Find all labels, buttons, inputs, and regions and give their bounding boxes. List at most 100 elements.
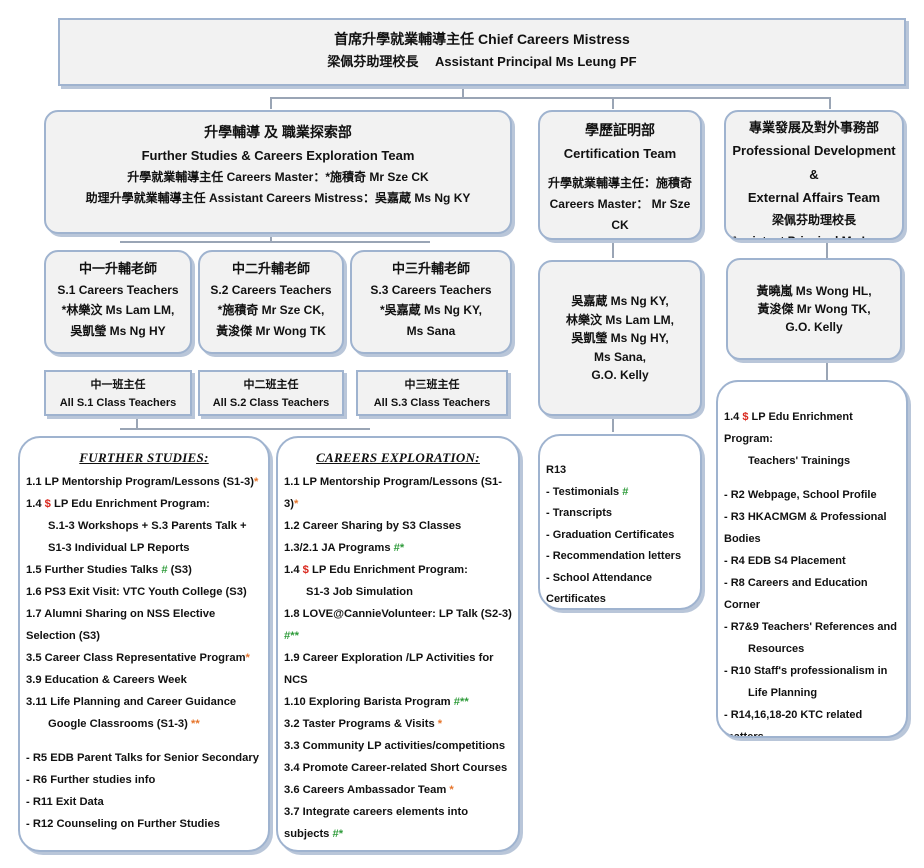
list-item-mark: $ <box>302 563 309 576</box>
list-item: S1-3 Individual LP Reports <box>26 537 262 559</box>
s3-en: S.3 Careers Teachers <box>370 283 492 298</box>
list-item: 1.1 LP Mentorship Program/Lessons (S1-3)… <box>26 471 262 493</box>
chief-careers-mistress-box: 首席升學就業輔導主任 Chief Careers Mistress 梁佩芬助理校… <box>58 18 906 86</box>
pd-team-zh: 專業發展及對外事務部 <box>748 120 879 135</box>
list-item: - R4 EDB S4 Placement <box>724 550 900 572</box>
list-item-text: LP Edu Enrichment Program: <box>308 563 468 576</box>
list-item-mark: * <box>293 497 299 510</box>
certification-team-box: 學歷証明部 Certification Team 升學就業輔導主任：施積奇 Ca… <box>538 110 702 240</box>
list-item: 1.9 Career Exploration /LP Activities fo… <box>284 647 512 691</box>
s1-class-teachers-box: 中一班主任 All S.1 Class Teachers <box>44 370 192 416</box>
list-item-text: LP Edu Enrichment Program: <box>724 411 853 445</box>
connector-lists-down <box>136 418 138 428</box>
list-item: Google Classrooms (S1-3) ** <box>26 713 262 735</box>
list-item-mark: * <box>437 717 443 730</box>
s2-member-1: *施積奇 Mr Sze CK, <box>217 303 325 318</box>
list-item-text: 3.6 Careers Ambassador Team <box>284 783 450 796</box>
s2-class-teachers-box: 中二班主任 All S.2 Class Teachers <box>198 370 344 416</box>
list-item-text: 1.4 <box>26 497 45 510</box>
connector-forms-bar <box>120 241 430 243</box>
list-item-text: S1-3 Job Simulation <box>306 585 413 598</box>
list-item-mark: #** <box>453 695 469 708</box>
list-item: - R3 HKACMGM & Professional Bodies <box>724 506 900 550</box>
s2-ct-zh: 中二班主任 <box>243 379 299 391</box>
list-item-mark: $ <box>44 497 51 510</box>
list-item-text: - School Attendance Certificates <box>546 571 652 606</box>
list-item-mark: #** <box>284 629 299 642</box>
connector-chief-down <box>462 88 464 98</box>
list-item: 3.7 Integrate careers elements into subj… <box>284 801 512 845</box>
list-item-text: - Graduation Certificates <box>546 528 675 541</box>
list-item-text: - Transcripts <box>546 507 613 519</box>
list-item-text: 1.2 Career Sharing by S3 Classes <box>284 519 462 532</box>
pd-team-box: 專業發展及對外事務部 Professional Development & Ex… <box>724 110 904 240</box>
further-team-en: Further Studies & Careers Exploration Te… <box>141 147 415 163</box>
connector-cert-mid <box>612 240 614 258</box>
connector-pd-low <box>826 360 828 380</box>
s1-zh: 中一升輔老師 <box>78 261 157 276</box>
list-item: Teachers' Trainings <box>724 450 900 472</box>
list-item-text: 3.8 Careers and Education Corner Activit… <box>284 850 507 851</box>
chief-name: 梁佩芬助理校長 Assistant Principal Ms Leung PF <box>327 54 637 70</box>
pd-team-head-zh: 梁佩芬助理校長 <box>771 212 856 227</box>
list-item-mark: # <box>622 485 629 498</box>
list-item-text: 1.9 Career Exploration /LP Activities fo… <box>284 651 494 686</box>
pd-member: G.O. Kelly <box>785 320 843 334</box>
list-item-text: 1.4 <box>724 411 743 423</box>
further-studies-team-box: 升學輔導 及 職業探索部 Further Studies & Careers E… <box>44 110 512 234</box>
s2-en: S.2 Careers Teachers <box>210 283 332 298</box>
s1-careers-teachers-box: 中一升輔老師 S.1 Careers Teachers *林樂汶 Ms Lam … <box>44 250 192 354</box>
list-item: 1.4 $ LP Edu Enrichment Program: <box>26 493 262 515</box>
careers-exploration-list-box: CAREERS EXPLORATION: 1.1 LP Mentorship P… <box>276 436 520 852</box>
list-item-text: Teachers' Trainings <box>748 455 851 467</box>
connector-lists-bar <box>120 428 370 430</box>
connector-to-further <box>270 97 272 109</box>
list-item-text: 3.5 Career Class Representative Program <box>26 651 246 664</box>
list-item: 1.3/2.1 JA Programs #* <box>284 537 512 559</box>
list-item-text: 1.8 LOVE@CannieVolunteer: LP Talk (S2-3) <box>284 607 512 620</box>
list-item-text: Life Planning <box>748 687 818 699</box>
list-item-text: 1.10 Exploring Barista Program <box>284 695 454 708</box>
cert-team-en: Certification Team <box>563 145 677 161</box>
pd-member: 黃曉嵐 Ms Wong HL, <box>756 284 872 298</box>
cert-member: 林樂汶 Ms Lam LM, <box>565 312 674 327</box>
list-item-mark: $ <box>742 411 749 423</box>
pd-team-en-2: External Affairs Team <box>747 190 881 206</box>
s2-zh: 中二升輔老師 <box>231 261 310 276</box>
cert-member: 吳凱瑩 Ms Ng HY, <box>571 331 669 346</box>
list-item-text: - R2 Webpage, School Profile <box>724 489 877 501</box>
connector-to-cert <box>612 97 614 109</box>
list-item-text: - R12 Counseling on Further Studies <box>26 817 220 830</box>
list-item-text: 1.3/2.1 JA Programs <box>284 541 394 554</box>
list-item: - Testimonials # <box>546 482 694 504</box>
list-item: - R14,16,18-20 KTC related matters <box>724 704 900 736</box>
s3-member-2: Ms Sana <box>406 323 456 338</box>
list-item-mark: * <box>449 783 454 796</box>
pd-team-en-1: Professional Development & <box>732 143 896 182</box>
list-item-mark: * <box>253 475 259 488</box>
cert-member: 吳嘉蔵 Ms Ng KY, <box>571 294 669 308</box>
list-item-text: S.1-3 Workshops + S.3 Parents Talk + <box>48 519 247 532</box>
list-item-text: - R4 EDB S4 Placement <box>724 555 846 567</box>
list-item-text: 1.4 <box>284 563 303 576</box>
s1-ct-en: All S.1 Class Teachers <box>59 397 177 410</box>
list-item-mark: # <box>161 563 168 576</box>
s3-ct-en: All S.3 Class Teachers <box>373 397 491 410</box>
s3-careers-teachers-box: 中三升輔老師 S.3 Careers Teachers *吳嘉蔵 Ms Ng K… <box>350 250 512 354</box>
pd-member: 黃浚傑 Mr Wong TK, <box>757 302 871 316</box>
cert-r13-label: R13 <box>546 464 567 476</box>
cert-member: Ms Sana, <box>593 349 647 364</box>
list-item-text: - R8 Careers and Education Corner <box>724 577 868 611</box>
list-item: S.1-3 Workshops + S.3 Parents Talk + <box>26 515 262 537</box>
s3-zh: 中三升輔老師 <box>391 261 470 276</box>
list-item: 1.4 $ LP Edu Enrichment Program: <box>724 406 900 450</box>
list-item-mark: ** <box>191 717 200 730</box>
list-item-mark: * <box>245 651 250 664</box>
list-item-text: 1.1 LP Mentorship Program/Lessons (S1-3) <box>26 475 254 488</box>
list-item: 1.6 PS3 Exit Visit: VTC Youth College (S… <box>26 581 262 603</box>
list-item: 3.6 Careers Ambassador Team * <box>284 779 512 801</box>
chief-title: 首席升學就業輔導主任 Chief Careers Mistress <box>334 31 630 47</box>
s2-member-2: 黃浚傑 Mr Wong TK <box>216 323 326 338</box>
list-item-text: 3.9 Education & Careers Week <box>26 673 187 686</box>
cert-team-master-en: Careers Master： Mr Sze CK <box>549 197 691 233</box>
